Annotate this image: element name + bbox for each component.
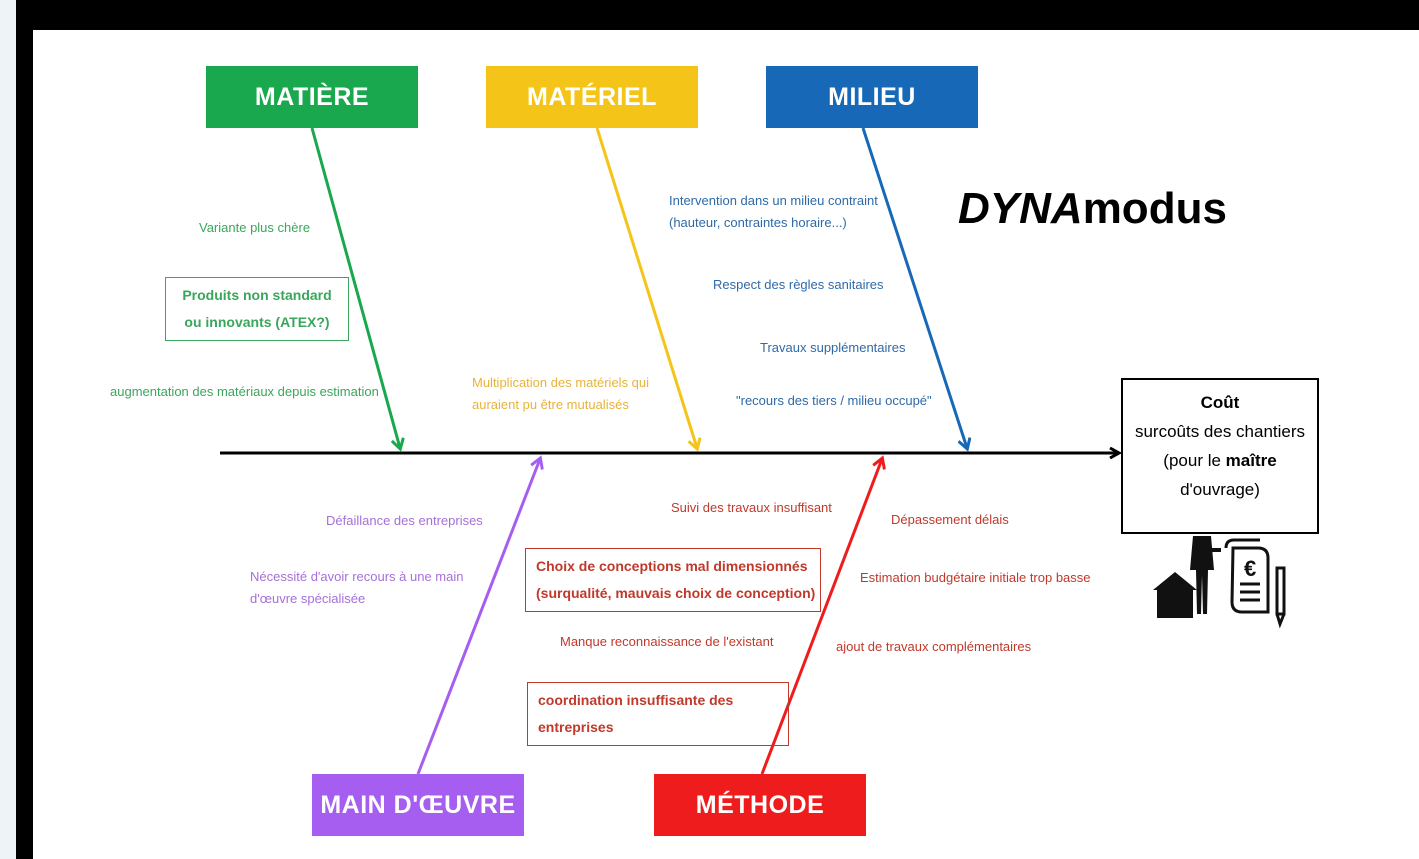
main-oeuvre-branch [416,459,540,775]
category-materiel-label: MATÉRIEL [527,82,657,111]
effect-line2-bold: maître [1225,451,1277,470]
effect-line3: d'ouvrage) [1180,480,1260,499]
left-margin-strip [0,0,16,859]
category-milieu: MILIEU [766,66,978,128]
cause-main-oeuvre-2-line1: Nécessité d'avoir recours à une main [250,569,464,584]
cause-matiere-2-line2: ou innovants (ATEX?) [184,314,330,330]
effect-line1: surcoûts des chantiers [1134,422,1306,441]
category-methode-label: MÉTHODE [695,790,825,819]
effect-line2-pre: (pour le [1163,451,1226,470]
cause-milieu-1-line2: (hauteur, contraintes horaire...) [669,215,847,230]
effect-line2: (pour le maître [1123,446,1317,475]
cause-methode-4-line2: entreprises [538,719,614,735]
category-methode: MÉTHODE [654,774,866,836]
category-matiere: MATIÈRE [206,66,418,128]
cause-materiel-1: Multiplication des matériels qui auraien… [472,372,649,416]
cause-methode-4-line1: coordination insuffisante des [538,692,734,708]
cause-milieu-3: Travaux supplémentaires [760,340,906,355]
milieu-branch [861,127,967,448]
cause-methode-4-box: coordination insuffisante des entreprise… [527,682,789,746]
cause-milieu-1-line1: Intervention dans un milieu contraint [669,193,878,208]
cause-methode-2-line2: (surqualité, mauvais choix de conception… [536,585,816,601]
methode-branch [760,459,882,775]
brand-suffix: modus [1082,184,1227,233]
materiel-branch [595,127,697,448]
cause-methode-7: ajout de travaux complémentaires [836,639,1032,654]
matiere-branch [310,127,400,448]
cause-main-oeuvre-1: Défaillance des entreprises [326,513,483,528]
effect-title: Coût [1200,393,1240,412]
effect-box: Coût surcoûts des chantiers (pour le maî… [1121,378,1319,534]
category-matiere-label: MATIÈRE [254,82,370,111]
category-main-oeuvre: MAIN D'ŒUVRE [312,774,524,836]
cause-matiere-1: Variante plus chère [199,220,311,235]
cause-milieu-1: Intervention dans un milieu contraint (h… [669,190,878,234]
cause-methode-6: Estimation budgétaire initiale trop bass… [860,570,1091,585]
cause-methode-1: Suivi des travaux insuffisant [671,500,832,515]
cause-methode-2-box: Choix de conceptions mal dimensionnés (s… [525,548,821,612]
cause-main-oeuvre-2-line2: d'œuvre spécialisée [250,591,366,606]
cause-methode-2-line1: Choix de conceptions mal dimensionnés [536,558,808,574]
brand-title: DYNAmodus [958,184,1227,234]
cause-matiere-2-box: Produits non standard ou innovants (ATEX… [165,277,349,341]
brand-prefix: DYNA [958,184,1083,233]
cause-materiel-1-line1: Multiplication des matériels qui [472,375,650,390]
cause-milieu-2: Respect des règles sanitaires [713,277,884,292]
cause-matiere-2-line1: Produits non standard [182,287,332,303]
euro-sign: € [1244,556,1256,581]
cause-materiel-1-line2: auraient pu être mutualisés [472,397,629,412]
cause-methode-5: Dépassement délais [891,512,1009,527]
category-main-oeuvre-label: MAIN D'ŒUVRE [320,790,516,819]
cause-main-oeuvre-2: Nécessité d'avoir recours à une main d'œ… [250,566,463,610]
cause-matiere-3: augmentation des matériaux depuis estima… [110,384,379,399]
euro-invoice-icon [1224,538,1286,629]
category-milieu-label: MILIEU [828,82,916,111]
category-materiel: MATÉRIEL [486,66,698,128]
cause-methode-3: Manque reconnaissance de l'existant [560,634,774,649]
cause-milieu-4: "recours des tiers / milieu occupé" [736,393,932,408]
